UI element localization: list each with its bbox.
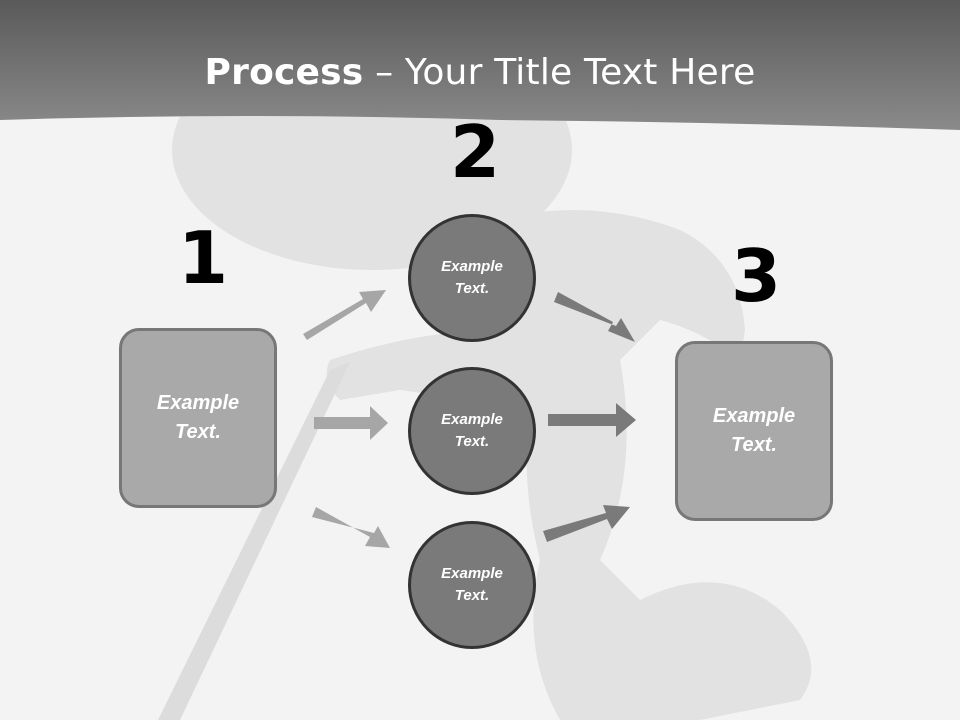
- left-text-box: Example Text.: [119, 328, 277, 508]
- title-bold: Process: [204, 52, 364, 93]
- page-title: Process – Your Title Text Here: [0, 52, 960, 93]
- step-number-3: 3: [731, 234, 782, 318]
- circle-middle: Example Text.: [408, 367, 536, 495]
- circle-bottom: Example Text.: [408, 521, 536, 649]
- right-text-box: Example Text.: [675, 341, 833, 521]
- title-rest: – Your Title Text Here: [363, 52, 756, 93]
- step-number-1: 1: [178, 216, 229, 300]
- header-band: [0, 0, 960, 130]
- circle-top: Example Text.: [408, 214, 536, 342]
- step-number-2: 2: [450, 110, 501, 194]
